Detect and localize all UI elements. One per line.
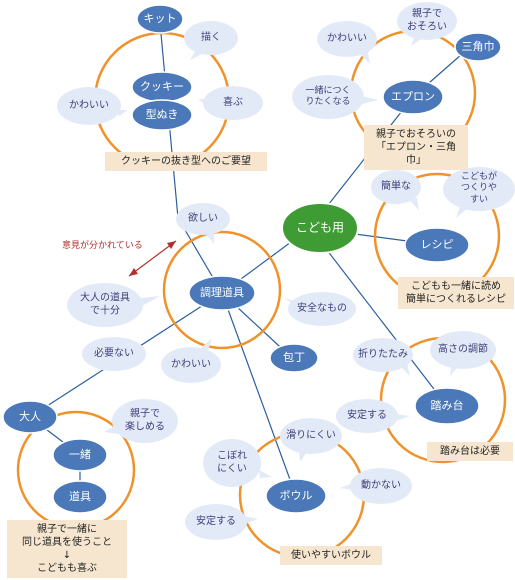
bubble-antei-fumidai	[336, 399, 410, 433]
speech-bubbles	[57, 2, 515, 540]
bubble-hoshii	[176, 203, 230, 244]
node-dougu-label: 道具	[69, 490, 91, 504]
bubble-kantan	[371, 170, 421, 210]
note-bowl: 使いやすいボウル	[280, 546, 382, 565]
note-dougu: 親子で一緒に 同じ道具を使うこと ↓ こどもも喜ぶ	[7, 520, 127, 578]
bubble-issho-tsukuri-label: 一緒につく りたくなる	[305, 85, 351, 107]
note-recipe: こどもも一緒に読め 簡単につくれるレシピ	[398, 277, 514, 309]
bubble-kawaii-dougu	[161, 338, 221, 383]
node-choridogu-label: 調理道具	[200, 286, 244, 300]
node-sankakukin	[454, 32, 502, 62]
node-otona	[2, 400, 58, 434]
node-dougu	[52, 480, 108, 514]
bubble-kobore	[203, 439, 272, 487]
bubble-oritatami-label: 折りたたみ	[358, 348, 408, 360]
bubble-kantan-label: 簡単な	[381, 180, 411, 192]
bubble-oritatami	[353, 338, 413, 376]
bubble-hitsuyou-nai-label: 必要ない	[94, 347, 134, 359]
node-houchou-label: 包丁	[283, 351, 305, 365]
bubble-kawaii-dougu-label: かわいい	[171, 358, 211, 370]
bubble-kobore-label: こぼれ にくい	[217, 450, 247, 475]
bubble-kawaii-apron	[317, 21, 377, 64]
center-label: こども用	[295, 220, 345, 235]
bubble-oyako-osoroi-label: 親子で おそろい	[407, 8, 447, 33]
bubble-kaku-label: 描く	[201, 31, 221, 43]
node-kit	[136, 4, 184, 34]
bubble-anzen-label: 安全なもの	[297, 302, 347, 314]
node-sankakukin-label: 三角巾	[461, 40, 495, 54]
disagreement-arrow	[128, 240, 177, 277]
note-apron: 親子でおそろいの 「エプロン・三角巾」	[364, 125, 468, 170]
bubble-ugokanai	[340, 468, 412, 504]
bubble-kawaii-cookie-label: かわいい	[69, 99, 109, 111]
bubble-takasa	[430, 331, 496, 376]
node-kit-label: キット	[143, 12, 177, 26]
node-choridogu	[188, 275, 256, 311]
bubble-oyako-tanoshimeru	[104, 399, 178, 443]
link	[221, 292, 297, 497]
node-apron-label: エプロン	[391, 90, 435, 104]
node-issho	[52, 438, 108, 472]
topic-nodes	[2, 4, 502, 514]
bubble-hoshii-label: 欲しい	[188, 212, 218, 224]
bubble-hitsuyou-nai	[82, 337, 146, 371]
bubble-kodomo-tsukuri-label: こどもが つくりやすい	[461, 172, 498, 205]
bubble-otona-dougu-label: 大人の道具 で十分	[80, 292, 130, 317]
bubble-oyako-tanoshimeru-label: 親子で 楽しめる	[125, 408, 165, 433]
node-katanuki	[131, 99, 193, 131]
bubble-takasa-label: 高さの調節	[438, 343, 488, 355]
node-apron	[382, 79, 444, 115]
node-recipe	[404, 227, 470, 263]
node-bowl-label: ボウル	[279, 489, 313, 503]
node-fumidai-label: 踏み台	[430, 399, 464, 413]
node-otona-label: 大人	[19, 410, 41, 424]
bubble-otona-dougu	[67, 283, 160, 327]
ring-choridogu	[162, 230, 282, 350]
bubble-antei-bowl	[185, 504, 258, 540]
node-katanuki-label: 型ぬき	[145, 108, 179, 122]
bubble-antei-fumidai-label: 安定する	[347, 409, 387, 421]
node-bowl	[265, 478, 327, 514]
bubble-oyako-osoroi	[397, 2, 457, 46]
link	[309, 227, 448, 407]
bubble-anzen	[284, 292, 356, 326]
bubble-suberi-label: 滑りにくい	[286, 429, 336, 441]
note-cookie: クッキーの抜き型へのご要望	[105, 152, 267, 171]
bubble-suberi	[280, 418, 342, 462]
annotation-opinions-split: 意見が分かれている	[62, 241, 143, 251]
node-center	[281, 202, 359, 254]
node-houchou	[269, 343, 319, 373]
node-recipe-label: レシピ	[420, 238, 454, 252]
bubble-yorokobu	[198, 86, 263, 120]
bubble-yorokobu-label: 喜ぶ	[223, 96, 243, 108]
bubble-antei-bowl-label: 安定する	[196, 515, 236, 527]
bubble-ugokanai-label: 動かない	[361, 479, 401, 491]
bubble-kaku	[184, 21, 238, 60]
node-issho-label: 一緒	[69, 448, 91, 462]
note-fumidai: 踏み台は必要	[427, 442, 513, 461]
bubble-issho-tsukuri	[292, 75, 378, 119]
bubble-kodomo-tsukuri	[443, 167, 515, 218]
node-cookie-label: クッキー	[140, 80, 184, 94]
bubble-kawaii-apron-label: かわいい	[327, 32, 367, 44]
node-fumidai	[414, 387, 480, 425]
bubble-kawaii-cookie	[57, 87, 128, 125]
